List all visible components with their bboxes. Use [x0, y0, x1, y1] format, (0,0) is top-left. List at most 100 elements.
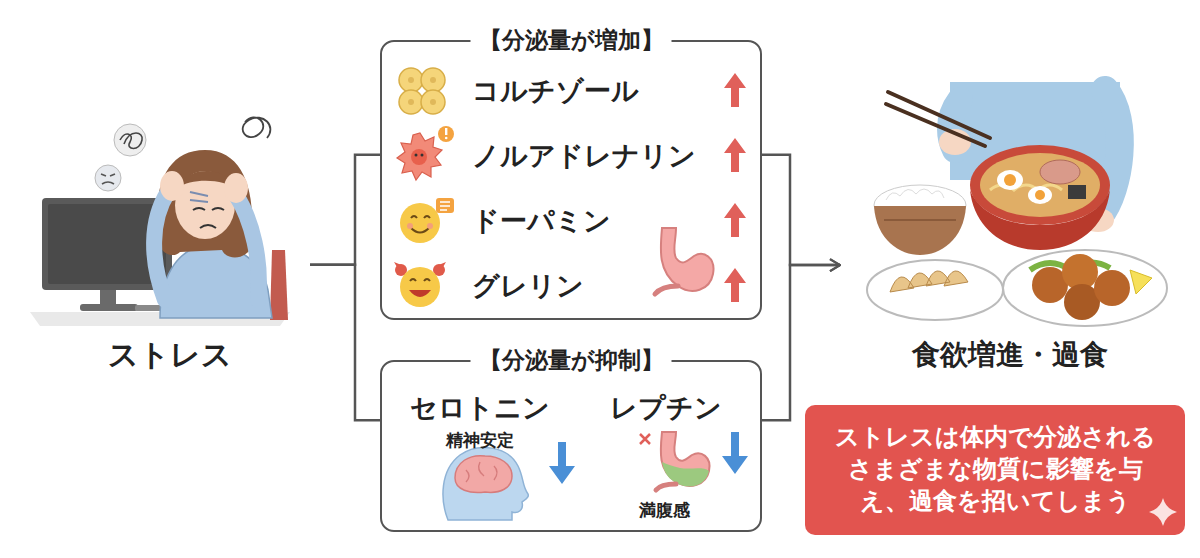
food-illustration: [1100, 90, 1120, 215]
stomach-icon: [661, 228, 714, 291]
food-illustration: [1032, 267, 1068, 303]
group-heading: 【分泌量が抑制】: [471, 347, 672, 375]
noradrenaline-icon: [397, 126, 454, 180]
stress-illustration: [157, 150, 252, 258]
food-illustration: [874, 185, 966, 225]
ghrelin-icon: [409, 290, 431, 297]
food-illustration: [884, 219, 956, 221]
food-illustration: [867, 260, 1003, 320]
stress-illustration: [178, 171, 236, 190]
node-label: ストレス: [108, 337, 232, 373]
stress-illustration: [30, 312, 290, 326]
leptin-stomach-icon: [640, 432, 710, 490]
hormone-name: セロトニン: [410, 392, 550, 424]
stress-illustration: [30, 117, 290, 326]
stress-illustration: [120, 133, 142, 149]
effect-note: 満腹感: [639, 500, 690, 520]
food-illustration: [980, 153, 1100, 217]
leptin-stomach-icon: [661, 432, 710, 486]
food-illustration: [970, 190, 1110, 250]
increase-arrow: [724, 73, 746, 107]
connector-line: [310, 155, 380, 265]
brain-icon: [443, 447, 528, 520]
food-illustration: [1035, 190, 1045, 200]
stress-illustration: [135, 305, 230, 311]
food-illustration: [890, 271, 968, 292]
stress-illustration: [80, 304, 138, 311]
noradrenaline-icon: [438, 126, 454, 142]
brain-icon: [455, 456, 512, 493]
food-illustration: [874, 206, 966, 255]
noradrenaline-icon: [421, 154, 424, 157]
stress-illustration: [154, 192, 168, 300]
dopamine-icon: [427, 223, 433, 229]
connector-line: [310, 265, 380, 420]
result-node: 食欲増進・過食: [840, 80, 1180, 380]
food-illustration: [1003, 250, 1167, 326]
cortisol-icon: [421, 68, 445, 92]
food-illustration: [950, 100, 960, 150]
note-box: ストレスは体内で分泌される さまざまな物質に影響を与 え、過食を招いてしまう: [805, 405, 1185, 535]
cortisol-icon: [399, 68, 445, 114]
food-illustration: [1040, 160, 1080, 184]
stress-illustration: [200, 225, 216, 228]
food-illustration: [1082, 208, 1114, 232]
stress-illustration: [160, 245, 272, 318]
leptin-stomach-icon: [640, 434, 650, 444]
note-text: ストレスは体内で分泌される さまざまな物質に影響を与 え、過食を招いてしまう: [829, 422, 1160, 518]
cortisol-icon: [399, 68, 423, 92]
ghrelin-icon: [394, 262, 446, 272]
decrease-arrow: [722, 432, 748, 474]
food-illustration: [997, 170, 1023, 190]
dopamine-icon: [411, 216, 430, 218]
stress-illustration: [193, 208, 224, 210]
brain-icon: [443, 447, 528, 520]
food-illustration: [990, 185, 1062, 190]
food-illustration: [867, 82, 1167, 326]
leptin-stomach-icon: [656, 484, 676, 490]
food-illustration: [939, 129, 971, 155]
stress-illustration: [224, 173, 248, 203]
stress-illustration: [160, 171, 184, 201]
cortisol-icon: [421, 90, 445, 114]
sparkle: [1149, 498, 1177, 526]
stress-illustration: [42, 198, 172, 290]
stomach-icon: [655, 228, 713, 294]
stress-node: ストレス: [30, 85, 310, 375]
hormone-name: レプチン: [610, 392, 722, 424]
food-illustration: [1130, 270, 1152, 294]
group-heading: 【分泌量が増加】: [471, 27, 672, 55]
ghrelin-icon: [433, 264, 445, 276]
connector-line: [762, 155, 840, 265]
stomach-icon: [655, 286, 678, 294]
stress-illustration: [270, 250, 288, 320]
increase-arrow: [724, 268, 746, 302]
food-illustration: [1028, 186, 1052, 204]
brain-icon: [466, 462, 497, 482]
food-illustration: [1062, 254, 1098, 290]
cortisol-icon: [408, 77, 414, 83]
food-illustration: [886, 92, 990, 146]
hormone-name: コルチゾール: [472, 75, 639, 107]
noradrenaline-icon: [445, 128, 447, 135]
group-box: 【分泌量が抑制】セロトニン精神安定レプチン満腹感: [380, 360, 762, 532]
increase-arrow: [724, 73, 746, 302]
cortisol-icon: [430, 77, 436, 83]
noradrenaline-icon: [397, 133, 442, 180]
food-illustration: [1094, 270, 1130, 306]
stress-illustration: [243, 117, 271, 138]
decrease-arrow: [549, 432, 748, 484]
dopamine-icon: [411, 228, 429, 233]
stress-illustration: [101, 174, 115, 184]
stress-illustration: [175, 171, 235, 239]
food-illustration: [1030, 262, 1110, 270]
food-illustration: [1068, 185, 1086, 199]
food-illustration: [1064, 284, 1100, 320]
increase-arrow: [724, 203, 746, 237]
food-illustration: [886, 189, 944, 200]
increase-arrow: [724, 138, 746, 172]
